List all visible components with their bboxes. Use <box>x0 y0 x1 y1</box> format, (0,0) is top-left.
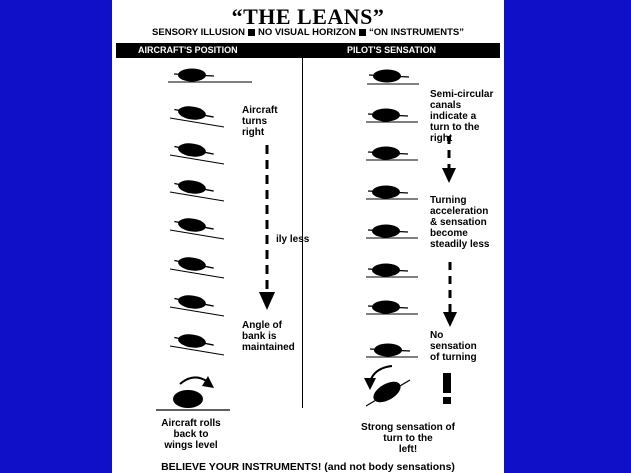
aircraft-icon <box>366 223 418 239</box>
aircraft-icon <box>366 107 418 123</box>
square-bullet-icon <box>247 29 255 36</box>
label-strong-sensation: Strong sensation of turn to the left! <box>346 422 470 455</box>
dashed-arrow-down-icon <box>443 262 457 327</box>
aircraft-icon <box>156 390 230 411</box>
column-header-bar <box>116 43 500 58</box>
subtitle: SENSORY ILLUSION NO VISUAL HORIZON “ON INS… <box>112 27 504 38</box>
label-line: maintained <box>242 342 295 353</box>
dashed-arrow-down-icon <box>259 145 275 310</box>
header-aircraft-position: AIRCRAFT'S POSITION <box>138 45 238 55</box>
header-pilot-sensation: PILOT'S SENSATION <box>347 45 436 55</box>
aircraft-icon <box>365 379 411 407</box>
aircraft-icon <box>366 184 418 200</box>
label-line: back to <box>173 429 209 440</box>
label-aircraft-rolls: Aircraft rolls back to wings level <box>158 418 224 451</box>
aircraft-icon <box>169 140 225 165</box>
label-line: indicate a <box>430 111 477 122</box>
label-line: steadily less <box>430 239 490 250</box>
square-bullet-icon <box>358 29 366 36</box>
label-line: right <box>430 133 453 144</box>
label-line: of turning <box>430 352 477 363</box>
subtitle-part-3: “ON INSTRUMENTS” <box>368 27 464 38</box>
footer-caption: BELIEVE YOUR INSTRUMENTS! (and not body … <box>161 461 455 473</box>
label-line: Semi-circular <box>430 89 494 100</box>
label-line: turn to the <box>430 122 480 133</box>
aircraft-icon <box>169 292 225 317</box>
label-line: turns <box>242 116 267 127</box>
label-line: Angle of <box>242 320 282 331</box>
roll-arrow-icon <box>364 365 393 390</box>
column-divider <box>302 58 303 408</box>
aircraft-icon <box>169 177 225 202</box>
roll-arrow-icon <box>179 376 214 388</box>
label-line: No <box>430 330 444 341</box>
aircraft-icon <box>366 145 418 161</box>
aircraft-icon <box>367 68 419 85</box>
label-line: Aircraft <box>242 105 278 116</box>
label-line: wings level <box>164 440 218 451</box>
label-line: Turning <box>430 195 467 206</box>
label-line: sensation <box>430 341 477 352</box>
label-line: Aircraft rolls <box>161 418 221 429</box>
label-turning-acceleration: Turning acceleration & sensation become … <box>430 195 489 250</box>
aircraft-icon <box>169 215 225 240</box>
label-line: Strong sensation of <box>361 422 455 433</box>
label-no-sensation: No sensation of turning <box>430 330 477 363</box>
label-line: become <box>430 228 468 239</box>
label-line: & sensation <box>430 217 487 228</box>
aircraft-icon <box>169 331 225 356</box>
label-line: right <box>242 127 265 138</box>
dashed-arrow-down-icon <box>442 136 456 183</box>
subtitle-part-1: SENSORY ILLUSION <box>152 27 245 38</box>
label-line: turn to the <box>383 433 433 444</box>
label-line: left! <box>398 444 418 455</box>
aircraft-icon <box>169 103 225 128</box>
page-title: “THE LEANS” <box>231 4 385 29</box>
aircraft-icon <box>168 67 252 83</box>
label-aircraft-turns: Aircraft turns right <box>242 105 278 138</box>
aircraft-icon <box>366 342 418 358</box>
subtitle-part-2: NO VISUAL HORIZON <box>257 27 356 38</box>
diagram-graphics <box>156 67 457 411</box>
aircraft-icon <box>366 262 418 278</box>
aircraft-icon <box>366 299 418 315</box>
slide: “THE LEANS” SENSORY ILLUSION NO VISUAL HO… <box>112 0 504 473</box>
label-semicircular-canals: Semi-circular canals indicate a turn to … <box>430 89 493 144</box>
aircraft-icon <box>169 254 225 279</box>
label-line: acceleration <box>430 206 489 217</box>
label-line: bank is <box>242 331 277 342</box>
label-angle-of-bank: Angle of bank is maintained <box>242 320 295 353</box>
label-line: canals <box>430 100 462 111</box>
exclamation-icon <box>443 373 451 404</box>
label-fragment: ily less <box>276 234 310 245</box>
